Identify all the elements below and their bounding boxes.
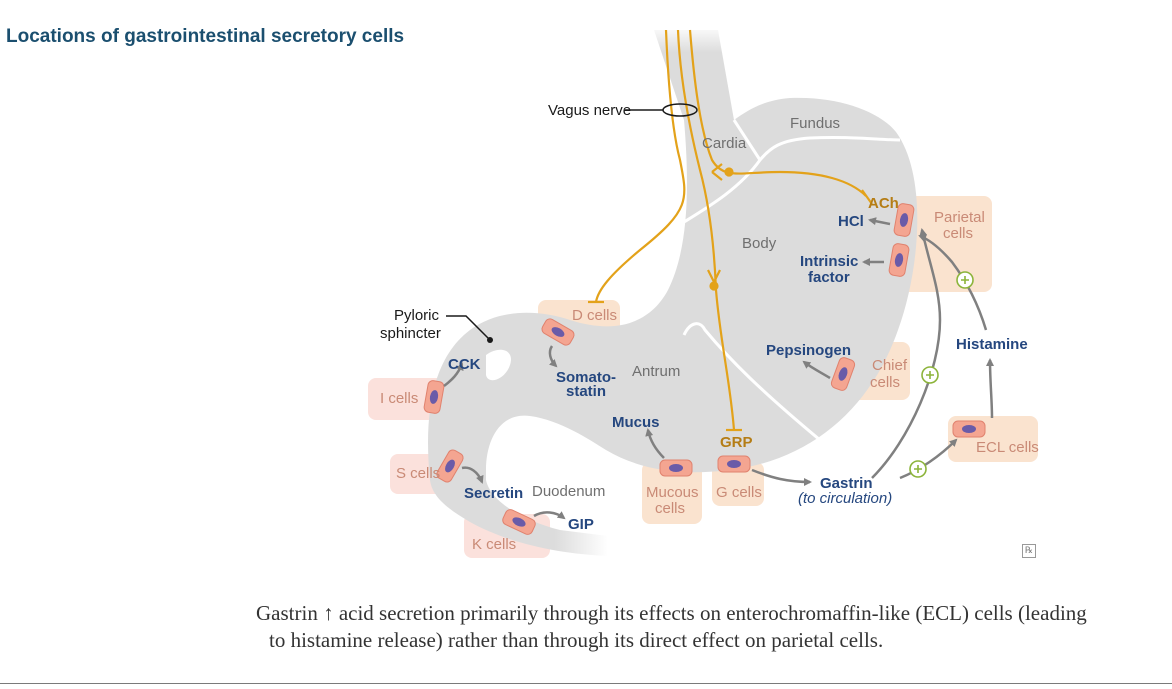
pyloric-notch	[486, 349, 511, 381]
parietal-cell-1	[893, 203, 915, 237]
s-cells-label: S cells	[396, 465, 440, 482]
grp-label: GRP	[720, 434, 753, 451]
parietal-label-1: Parietal	[934, 209, 985, 226]
stomach	[428, 97, 918, 481]
d-cell	[541, 318, 575, 346]
chief-label-1: Chief	[872, 357, 908, 374]
intrinsic-label-2: factor	[808, 269, 850, 286]
bottom-divider	[0, 683, 1172, 684]
stomach-diagram: Vagus nerve Pyloric sphincter Cardia Fun…	[368, 29, 1039, 558]
gastrin-label: Gastrin	[820, 475, 873, 492]
parietal-label-2: cells	[943, 225, 973, 242]
gastrin-note-label: (to circulation)	[798, 490, 892, 507]
cck-label: CCK	[448, 356, 481, 373]
secretion-arrows	[443, 217, 995, 520]
s-cell	[436, 449, 464, 483]
nerve-terminals	[588, 163, 873, 432]
parietal-cell-2	[888, 243, 910, 277]
plus-icon	[921, 366, 939, 384]
ecl-cell	[952, 420, 986, 438]
gip-label: GIP	[568, 516, 594, 533]
caption-line-2: to histamine release) rather than throug…	[269, 628, 884, 652]
pyloric-label-2: sphincter	[380, 325, 441, 342]
pepsinogen-label: Pepsinogen	[766, 342, 851, 359]
rx-logo: ℞	[1022, 544, 1036, 558]
caption-line-1: Gastrin ↑ acid secretion primarily throu…	[256, 601, 1087, 625]
i-cell	[423, 380, 445, 414]
plus-icon	[956, 271, 974, 289]
mucous-label-2: cells	[655, 500, 685, 517]
i-cells-label: I cells	[380, 390, 418, 407]
fundus-label: Fundus	[790, 115, 840, 132]
g-cell	[717, 455, 751, 473]
ecl-cells-label: ECL cells	[976, 439, 1039, 456]
mucous-cell	[659, 459, 693, 477]
g-cells-label: G cells	[716, 484, 762, 501]
chief-label-2: cells	[870, 374, 900, 391]
ach-label: ACh	[868, 195, 899, 212]
stimulate-markers	[909, 271, 974, 478]
mucus-label: Mucus	[612, 414, 660, 431]
k-cells-label: K cells	[472, 536, 516, 553]
chief-cell	[830, 357, 856, 391]
g-cells-box	[712, 462, 764, 506]
somatostatin-label-1: Somato-	[556, 369, 616, 386]
pyloric-label-1: Pyloric	[394, 307, 440, 324]
hcl-label: HCl	[838, 213, 864, 230]
d-cells-label: D cells	[572, 307, 617, 324]
duodenum-label: Duodenum	[532, 483, 605, 500]
pyloric-leader	[446, 315, 491, 341]
secretory-cells	[423, 203, 986, 535]
cardia-label: Cardia	[702, 135, 747, 152]
histamine-label: Histamine	[956, 336, 1028, 353]
plus-icon	[909, 460, 927, 478]
secretin-label: Secretin	[464, 485, 523, 502]
somatostatin-label-2: statin	[566, 383, 606, 400]
mucous-cells-box	[642, 462, 702, 524]
mucous-label-1: Mucous	[646, 484, 699, 501]
region-dividers	[682, 119, 901, 442]
page-title: Locations of gastrointestinal secretory …	[6, 26, 405, 47]
intrinsic-label-1: Intrinsic	[800, 253, 858, 270]
figure-caption: Gastrin ↑ acid secretion primarily throu…	[256, 600, 1156, 654]
body-label: Body	[742, 235, 777, 252]
antrum-label: Antrum	[632, 363, 680, 380]
k-cell	[502, 509, 536, 535]
vagus-nerve-label: Vagus nerve	[548, 102, 631, 119]
